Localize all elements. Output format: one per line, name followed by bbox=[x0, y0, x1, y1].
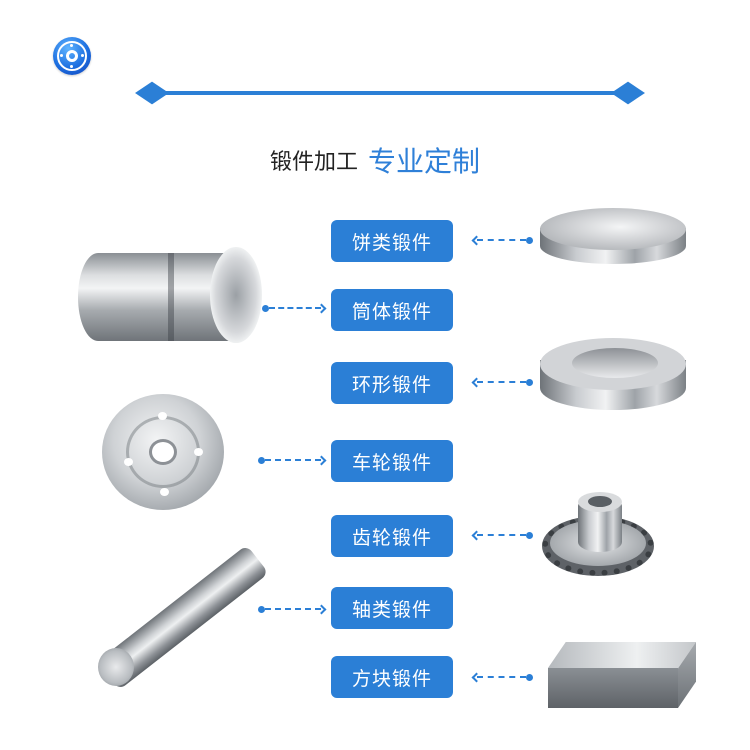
block-forging-image bbox=[544, 640, 696, 710]
category-button-wheel[interactable]: 车轮锻件 bbox=[331, 440, 453, 482]
connector-wheel bbox=[258, 455, 327, 465]
connector-gear bbox=[471, 530, 533, 540]
category-button-block[interactable]: 方块锻件 bbox=[331, 656, 453, 698]
connector-disc bbox=[471, 235, 533, 245]
heading-prefix: 锻件加工 bbox=[269, 150, 358, 175]
connector-block bbox=[471, 672, 533, 682]
divider-line bbox=[152, 91, 628, 95]
heading-highlight: 专业定制 bbox=[368, 145, 481, 178]
wheel-logo-icon bbox=[53, 37, 91, 75]
diamond-left-icon bbox=[135, 81, 169, 105]
connector-cylinder bbox=[262, 303, 327, 313]
category-button-gear[interactable]: 齿轮锻件 bbox=[331, 515, 453, 557]
category-button-cylinder[interactable]: 筒体锻件 bbox=[331, 289, 453, 331]
page-heading: 锻件加工专业定制 bbox=[0, 140, 750, 180]
category-button-disc[interactable]: 饼类锻件 bbox=[331, 220, 453, 262]
connector-shaft bbox=[258, 604, 327, 614]
cylinder-forging-image bbox=[70, 245, 262, 345]
ring-forging-image bbox=[540, 336, 686, 412]
diamond-right-icon bbox=[611, 81, 645, 105]
gear-forging-image bbox=[540, 488, 656, 584]
wheel-forging-image bbox=[102, 394, 224, 510]
connector-ring bbox=[471, 377, 533, 387]
disc-forging-image bbox=[540, 208, 686, 270]
shaft-forging-image bbox=[90, 544, 270, 706]
category-button-ring[interactable]: 环形锻件 bbox=[331, 362, 453, 404]
category-button-shaft[interactable]: 轴类锻件 bbox=[331, 587, 453, 629]
